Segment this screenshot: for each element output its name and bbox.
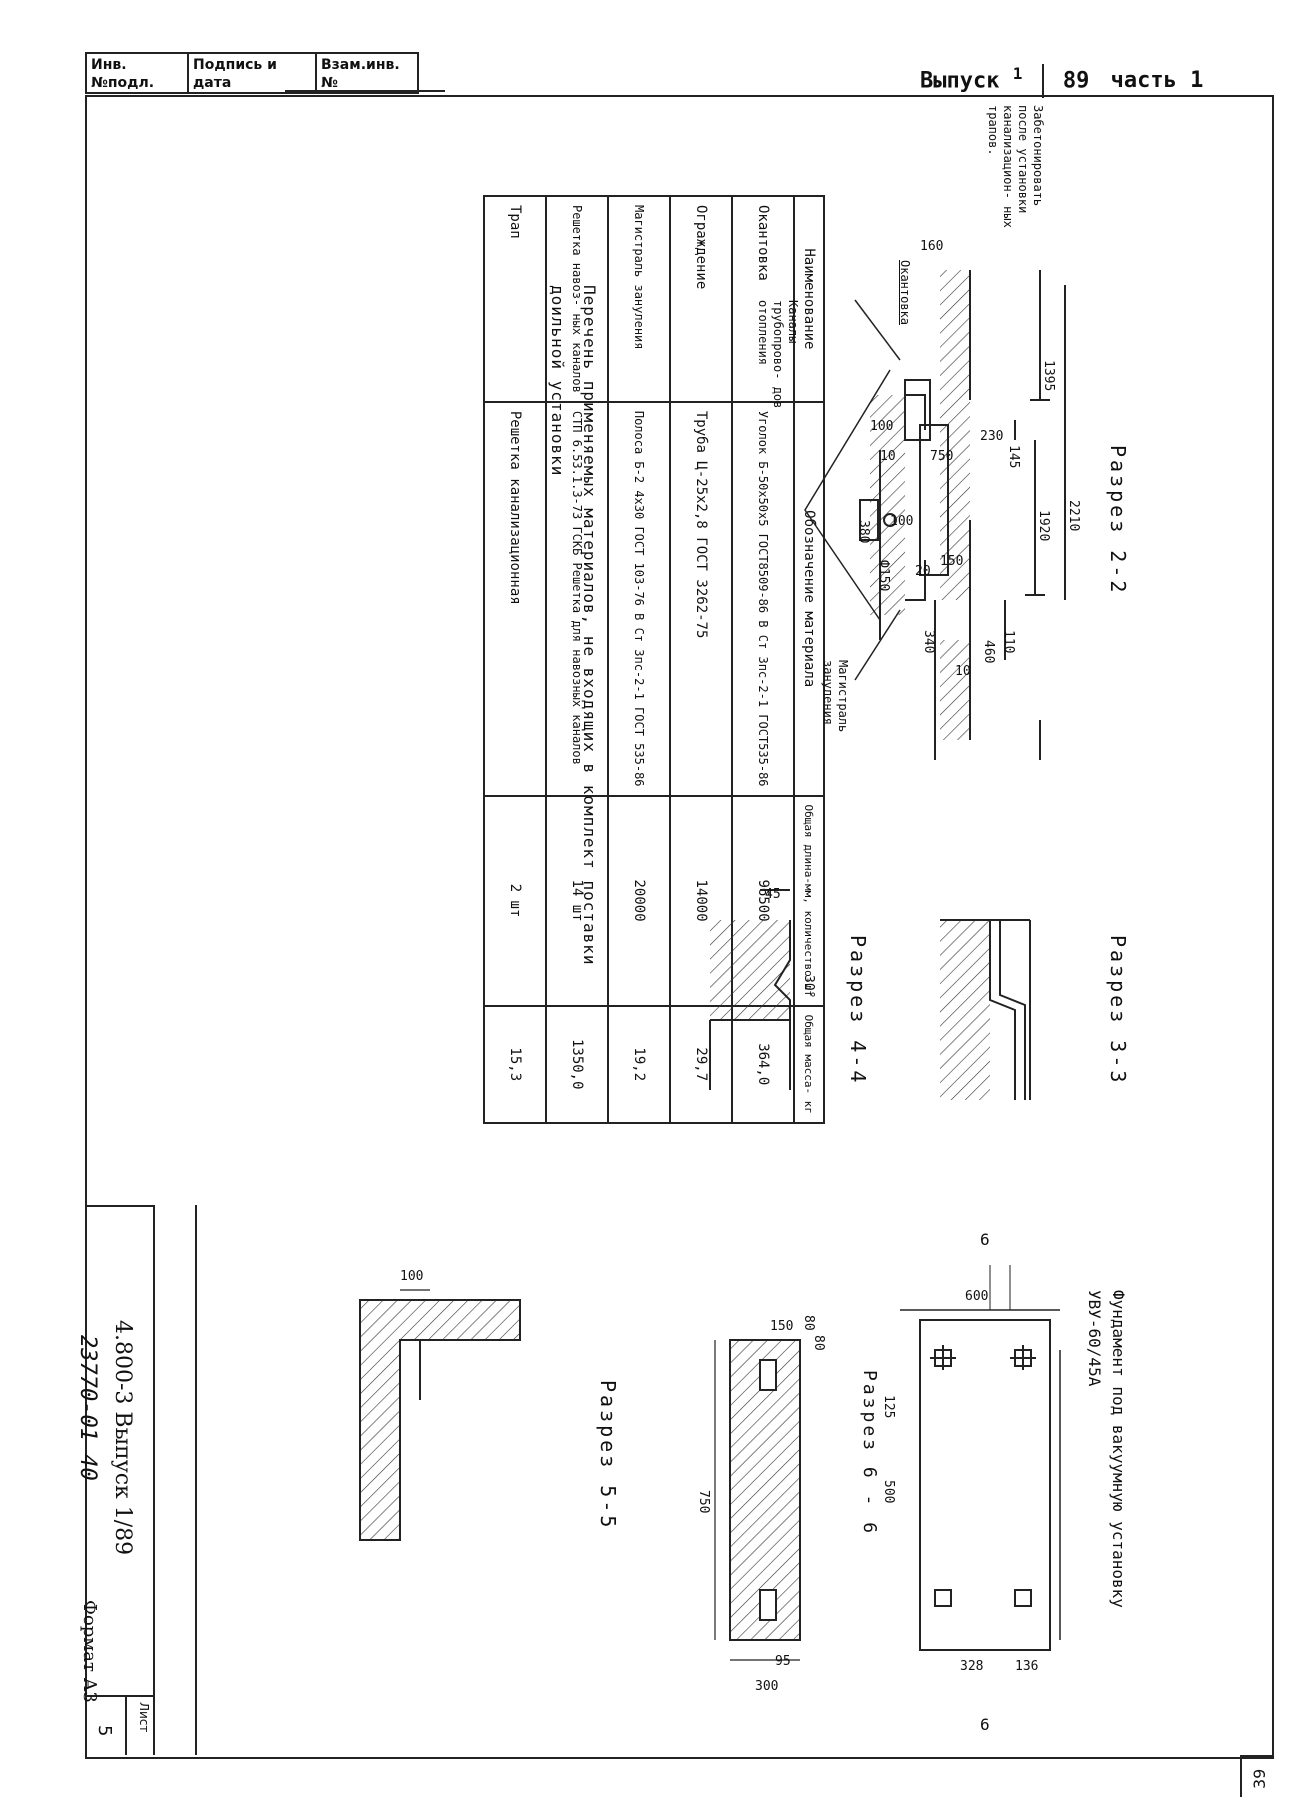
dim-380: 380 [856, 520, 871, 543]
section-4-4-drawing [709, 889, 791, 1090]
dim-230: 230 [980, 429, 1003, 444]
cut-mark-bottom: 6 [980, 1715, 990, 1734]
dim-100-55: 100 [400, 1269, 423, 1284]
section-5-5-drawing [359, 1289, 521, 1541]
dim-460: 460 [981, 640, 996, 663]
dim-328: 328 [960, 1659, 983, 1674]
drawing-frame [85, 95, 1274, 1759]
issue-num: 1 [1012, 64, 1023, 83]
dim-100b: 100 [890, 514, 913, 529]
issue-header: Выпуск 1 89 часть 1 [920, 64, 1204, 99]
dim-100: 100 [870, 419, 893, 434]
dim-110: 110 [1001, 630, 1016, 653]
foundation-plan-drawing [900, 1265, 1061, 1651]
issue-year: 89 [1062, 68, 1090, 94]
section-5-5-title: Разрез 5-5 [596, 1380, 620, 1531]
stamp-vzam-inv: Взам.инв.№ [321, 57, 400, 91]
dim-30deg: 30° [801, 975, 816, 998]
dim-750-66: 750 [696, 1490, 711, 1513]
dim-2210: 2210 [1066, 500, 1081, 531]
dim-80a: 80 [801, 1315, 816, 1331]
section-6-6-drawing [714, 1339, 801, 1661]
dim-300: 300 [755, 1679, 778, 1694]
foundation-title: Фундамент под вакуумную установку УВУ-60… [1085, 1290, 1128, 1608]
note-concrete: Забетонировать после установки канализац… [986, 105, 1045, 228]
dim-340: 340 [921, 630, 936, 653]
dim-145: 145 [1006, 445, 1021, 468]
issue-part: часть 1 [1110, 68, 1204, 94]
stamp-line [285, 90, 445, 92]
dim-150: 150 [940, 554, 963, 569]
dim-600: 600 [965, 1289, 988, 1304]
dim-45: 45 [765, 887, 781, 902]
cut-mark-top: 6 [980, 1230, 990, 1249]
section-4-4-title: Разрез 4-4 [846, 935, 870, 1086]
dim-10b: 10 [955, 664, 971, 679]
dim-160: 160 [920, 239, 943, 254]
title-block: 4.800-3 Выпуск 1/89 Лист 5 [85, 1205, 197, 1755]
stamp-sign-date: Подпись и дата [189, 54, 317, 92]
dim-1920: 1920 [1036, 510, 1051, 541]
stamp-inv-podl: Инв.№подл. [87, 54, 189, 92]
dim-1395: 1395 [1041, 360, 1056, 391]
dim-500: 500 [881, 1480, 896, 1503]
section-2-2-title: Разрез 2-2 [1106, 445, 1130, 596]
section-3-3-title: Разрез 3-3 [1106, 935, 1130, 1086]
page-number-box: 39 [1240, 1755, 1272, 1797]
dim-10: 10 [880, 449, 896, 464]
dim-80b: 80 [811, 1335, 826, 1351]
issue-label: Выпуск [920, 68, 1000, 94]
section-2-2-drawing [804, 270, 1066, 760]
section-3-3-drawing [940, 919, 1031, 1100]
label-okantovka: Окантовка [898, 260, 912, 326]
section-6-6-title: Разрез 6 - 6 [859, 1370, 880, 1537]
approval-stamp: Инв.№подл. Подпись и дата Взам.инв.№ [85, 52, 419, 94]
dim-125: 125 [881, 1395, 896, 1418]
dim-150-66: 150 [770, 1319, 793, 1334]
dim-f150: Ф150 [876, 560, 891, 591]
dim-136: 136 [1015, 1659, 1038, 1674]
dim-750: 750 [930, 449, 953, 464]
dim-20: 20 [915, 564, 931, 579]
dim-95: 95 [775, 1654, 791, 1669]
label-magistral: Магистраль зануления [821, 660, 850, 733]
label-channels: Каналы трубопрово- дов отопления [756, 300, 800, 409]
